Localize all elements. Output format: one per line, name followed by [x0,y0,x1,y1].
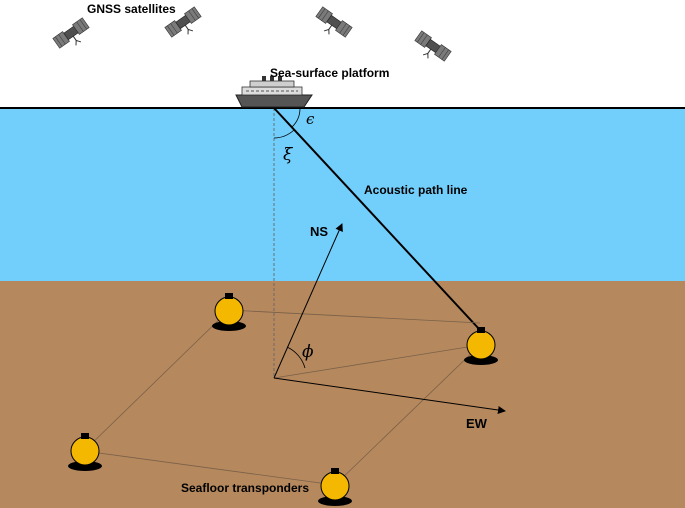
epsilon-symbol: ϵ [306,110,315,128]
acoustic-path-line [273,107,481,331]
ns-axis-label: NS [310,224,328,239]
sea-water [0,108,685,281]
sky [0,0,685,108]
epsilon-angle-arc [291,107,301,128]
baseline-to-transponder [273,344,481,379]
xi-symbol: ξ [283,145,294,165]
transponder-network [83,309,481,486]
platform-label: Sea-surface platform [270,66,389,80]
seafloor [0,281,685,508]
xi-angle-arc [273,129,295,139]
ship-icon [235,76,313,108]
ew-axis-label: EW [466,416,488,431]
acoustic-path-label: Acoustic path line [364,183,468,197]
ew-axis-arrow [273,377,506,414]
ns-axis-arrow [273,223,343,379]
phi-symbol: ϕ [302,342,314,362]
transponders-label: Seafloor transponders [181,481,309,495]
phi-angle-arc [286,346,306,369]
satellites-label: GNSS satellites [87,2,176,16]
